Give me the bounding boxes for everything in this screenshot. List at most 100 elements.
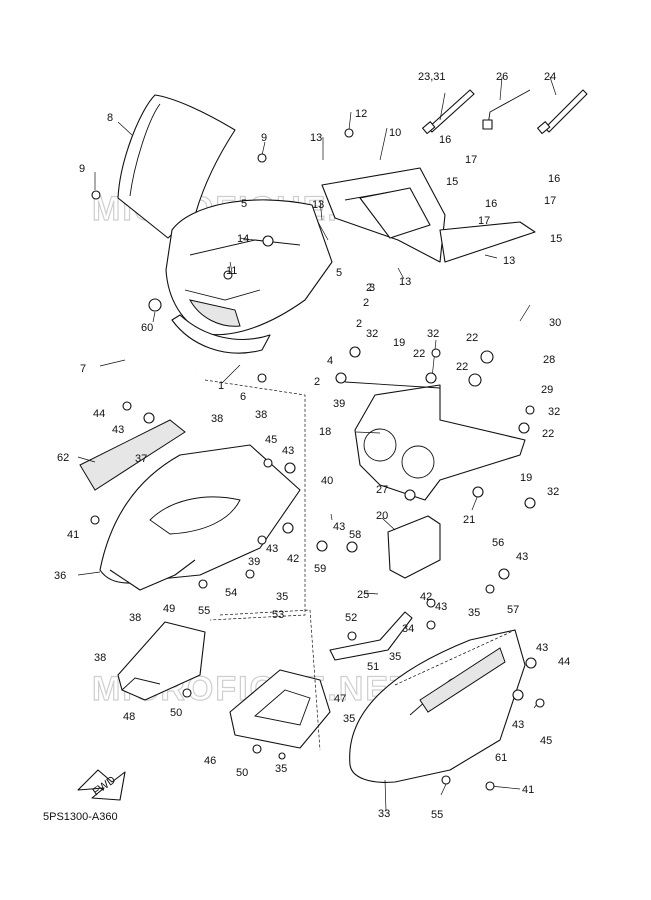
callout-6: 6	[240, 391, 246, 403]
callout-45: 45	[265, 434, 277, 446]
diagram-code: 5PS1300-A360	[43, 811, 118, 823]
callout-51: 51	[367, 661, 379, 673]
callout-39: 39	[333, 398, 345, 410]
callout-38: 38	[129, 612, 141, 624]
callout-22: 22	[466, 332, 478, 344]
callout-32: 32	[427, 328, 439, 340]
callout-43: 43	[516, 551, 528, 563]
callout-19: 19	[520, 472, 532, 484]
callout-46: 46	[204, 755, 216, 767]
callout-42: 42	[420, 591, 432, 603]
callout-16: 16	[485, 198, 497, 210]
callout-9: 9	[261, 132, 267, 144]
callout-2: 2	[363, 297, 369, 309]
callout-13: 13	[312, 199, 324, 211]
callout-48: 48	[123, 711, 135, 723]
bracket-51-drawing	[329, 611, 413, 661]
callout-7: 7	[80, 363, 86, 375]
callout-10: 10	[389, 127, 401, 139]
forward-arrow: FWD	[77, 769, 126, 801]
callout-35: 35	[343, 713, 355, 725]
callout-29: 29	[541, 384, 553, 396]
callout-32: 32	[547, 486, 559, 498]
callout-39: 39	[248, 556, 260, 568]
callout-13: 13	[503, 255, 515, 267]
callout-42: 42	[287, 553, 299, 565]
callout-53: 53	[272, 609, 284, 621]
callout-22: 22	[413, 348, 425, 360]
emblem-60-drawing	[148, 298, 162, 312]
callout-16: 16	[439, 134, 451, 146]
callout-62: 62	[57, 452, 69, 464]
callout-59: 59	[314, 563, 326, 575]
callout-35: 35	[276, 591, 288, 603]
callout-17: 17	[465, 154, 477, 166]
callout-60: 60	[141, 322, 153, 334]
callout-28: 28	[543, 354, 555, 366]
inner-panel-drawing	[321, 167, 536, 263]
callout-54: 54	[225, 587, 237, 599]
callout-41: 41	[67, 529, 79, 541]
callout-36: 36	[54, 570, 66, 582]
callout-41: 41	[522, 784, 534, 796]
callout-40: 40	[321, 475, 333, 487]
callout-52: 52	[345, 612, 357, 624]
callout-25: 25	[357, 589, 369, 601]
callout-35: 35	[468, 607, 480, 619]
callout-1: 1	[218, 380, 224, 392]
side-cowl-right-drawing	[349, 629, 526, 783]
callout-55: 55	[431, 809, 443, 821]
callout-18: 18	[319, 426, 331, 438]
side-cowl-left-drawing	[99, 444, 301, 591]
callout-55: 55	[198, 605, 210, 617]
upper-cowling-drawing	[165, 199, 333, 354]
callout-13: 13	[310, 132, 322, 144]
fasteners	[90, 128, 545, 791]
callout-2: 2	[356, 318, 362, 330]
cable-ties-drawing	[422, 89, 588, 135]
callout-34: 34	[402, 623, 414, 635]
callout-44: 44	[93, 408, 105, 420]
callout-17: 17	[478, 215, 490, 227]
callout-43: 43	[435, 601, 447, 613]
callout-43: 43	[112, 424, 124, 436]
callout-44: 44	[558, 656, 570, 668]
callout-11: 11	[226, 265, 237, 277]
callout-2: 2	[366, 282, 372, 294]
panel-62-drawing	[79, 419, 186, 491]
callout-8: 8	[107, 112, 113, 124]
duct-46-drawing	[229, 669, 331, 749]
windscreen-drawing	[117, 94, 236, 239]
callout-labels: 1 2 2 2 2 3 4 5 5 6 7 8 9 9 10 11 12 13 …	[54, 71, 570, 821]
callout-43: 43	[536, 642, 548, 654]
callout-3: 3	[369, 282, 375, 294]
callout-37: 37	[135, 453, 147, 465]
callout-58: 58	[349, 529, 361, 541]
callout-43: 43	[512, 719, 524, 731]
callout-43: 43	[333, 521, 345, 533]
callout-22: 22	[542, 428, 554, 440]
callout-35: 35	[275, 763, 287, 775]
callout-16: 16	[548, 173, 560, 185]
callout-61: 61	[495, 752, 507, 764]
callout-20: 20	[376, 510, 388, 522]
callout-23-31: 23,31	[418, 71, 446, 83]
callout-32: 32	[366, 328, 378, 340]
callout-57: 57	[507, 604, 519, 616]
callout-38: 38	[211, 413, 223, 425]
callout-50: 50	[170, 707, 182, 719]
callout-4: 4	[327, 355, 333, 367]
callout-35: 35	[389, 651, 401, 663]
callout-27: 27	[376, 484, 388, 496]
callout-26: 26	[496, 71, 508, 83]
callout-56: 56	[492, 537, 504, 549]
callout-9: 9	[79, 163, 85, 175]
callout-5: 5	[336, 267, 342, 279]
callout-45: 45	[540, 735, 552, 747]
callout-43: 43	[266, 543, 278, 555]
callout-5: 5	[241, 198, 247, 210]
callout-21: 21	[463, 514, 475, 526]
callout-17: 17	[544, 195, 556, 207]
callout-22: 22	[456, 361, 468, 373]
callout-13: 13	[399, 276, 411, 288]
